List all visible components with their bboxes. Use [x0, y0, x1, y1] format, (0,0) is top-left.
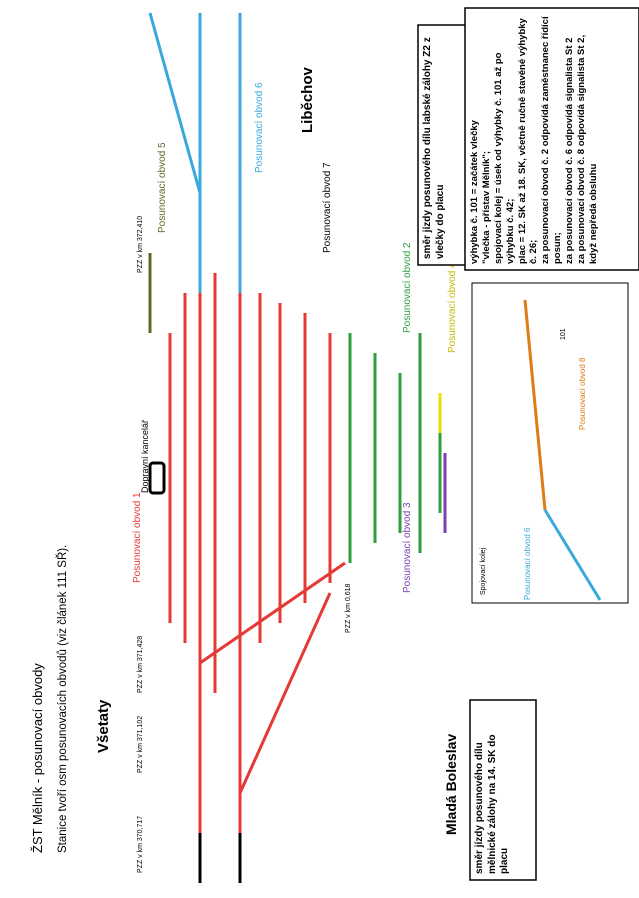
inset-zone6-track	[543, 509, 602, 601]
zone6-label: Posunovací obvod 6	[254, 82, 265, 173]
km-4: PZZ v km 0,618	[345, 583, 352, 633]
legend-item: výhybka č. 101 = začátek vlečky	[469, 120, 480, 264]
legend-list: výhybka č. 101 = začátek vlečky "vlečka …	[469, 12, 600, 264]
note-bottom-group: směr jízdy posunového dílu mělnické zálo…	[469, 699, 537, 881]
legend-item: za posunovací obvod č. 2 odpovídá zaměst…	[540, 16, 564, 264]
km-5: PZZ v km 372,410	[137, 216, 144, 273]
note-bottom: směr jízdy posunového dílu mělnické zálo…	[474, 734, 510, 875]
legend-item: plac = 12. SK až 18. SK, včetně ručně st…	[516, 18, 540, 264]
legend-item: "vlečka - přístav Mělník";	[480, 150, 492, 264]
zone5-label: Posunovací obvod 5	[157, 142, 168, 233]
km-2: PZZ v km 371,102	[137, 716, 144, 773]
zone2-label: Posunovací obvod 2	[402, 242, 413, 333]
inset-zone8-label: Posunovací obvod 8	[578, 357, 587, 430]
km-3: PZZ v km 371,428	[137, 636, 144, 693]
legend-box	[464, 7, 639, 271]
page-title: ŽST Mělník - posunovací obvody	[30, 663, 45, 853]
inset-zone8-track	[523, 299, 547, 511]
km-1: PZZ v km 370,717	[137, 816, 144, 873]
office-label: Dopravní kancelář	[140, 419, 150, 493]
note-bottom-box	[469, 699, 537, 881]
legend-item: spojovací kolej = úsek od výhybky č. 101…	[492, 52, 516, 264]
dir-libechov: Liběchov	[299, 66, 316, 133]
zone7-label: Posunovací obvod 7	[322, 162, 333, 253]
inset-zone6-label: Posunovací obvod 6	[523, 527, 532, 600]
dir-vsetaty: Všetaty	[95, 699, 112, 753]
inset-diagram: Posunovací obvod 8 Posunovací obvod 6 Sp…	[471, 282, 629, 604]
rotated-layer: ŽST Mělník - posunovací obvody Stanice t…	[30, 12, 459, 883]
zone6-tracks	[148, 12, 242, 293]
note-top: směr jízdy posunového dílu labské zálohy…	[422, 37, 446, 259]
zone1-tracks	[168, 233, 346, 833]
legend-item: za posunovací obvod č. 6 odpovídá signal…	[564, 37, 575, 264]
note-top-group: směr jízdy posunového dílu labské zálohy…	[417, 24, 467, 266]
office-box	[148, 461, 166, 495]
zone4-label: Posunovací obvod 4	[447, 262, 458, 353]
zone1-label: Posunovací obvod 1	[132, 492, 143, 583]
inset-switch-label: 101	[560, 328, 567, 340]
zone3-label: Posunovací obvod 3	[402, 502, 413, 593]
legend-group: výhybka č. 101 = začátek vlečky "vlečka …	[464, 7, 639, 271]
dir-mlada-boleslav: Mladá Boleslav	[443, 734, 459, 835]
page-subtitle: Stanice tvoří osm posunovacích obvodů (v…	[56, 545, 69, 853]
zone2-tracks	[348, 333, 442, 563]
inset-title: Spojovací kolej	[480, 547, 487, 595]
inset-frame	[471, 282, 629, 604]
legend-item: za posunovací obvod č. 8 odpovídá signal…	[575, 34, 599, 264]
